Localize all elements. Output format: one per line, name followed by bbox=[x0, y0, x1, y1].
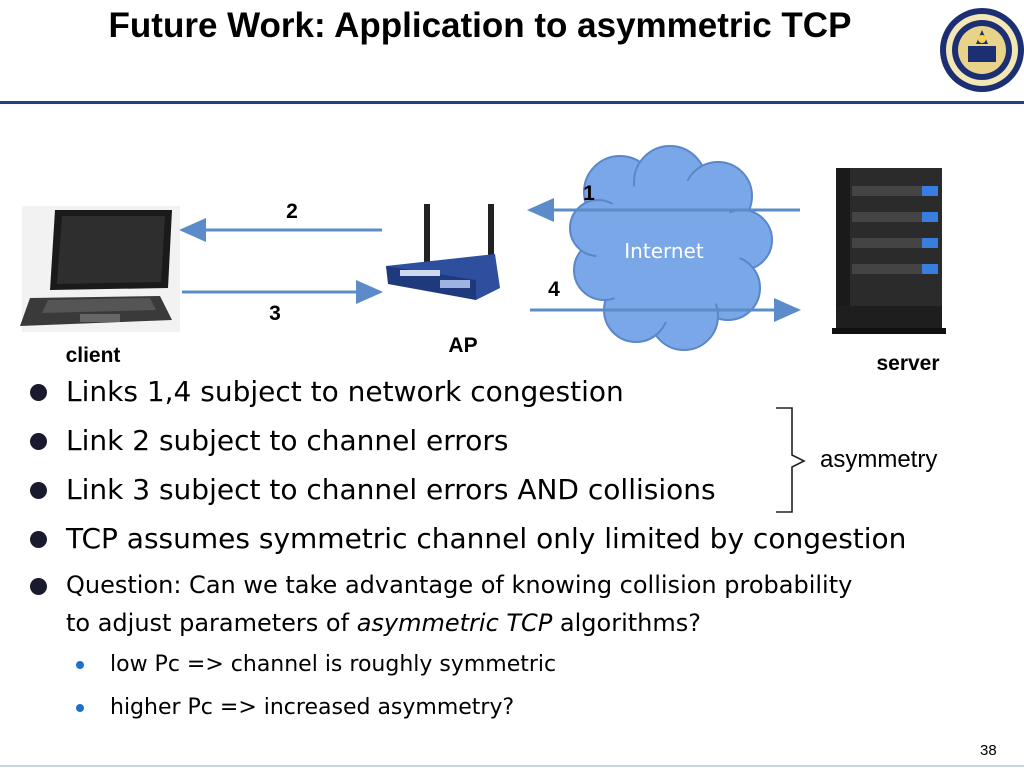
asymmetry-label: asymmetry bbox=[820, 446, 938, 473]
bullet-item: Links 1,4 subject to network congestion bbox=[66, 375, 624, 408]
bottom-rule bbox=[0, 765, 1024, 767]
link-2-label: 2 bbox=[286, 200, 298, 223]
page-number: 38 bbox=[980, 742, 997, 759]
bullet-item: TCP assumes symmetric channel only limit… bbox=[66, 522, 907, 555]
link-4-label: 4 bbox=[548, 278, 560, 301]
bullet-dot bbox=[30, 433, 47, 450]
server-icon bbox=[832, 168, 946, 334]
title-rule bbox=[0, 101, 1024, 104]
bullet-item: Link 3 subject to channel errors AND col… bbox=[66, 473, 716, 506]
server-label: server bbox=[876, 352, 939, 375]
sub-bullet-dot bbox=[76, 704, 84, 712]
question-line-2-start: to adjust parameters of bbox=[66, 609, 357, 637]
bullet-item: Link 2 subject to channel errors bbox=[66, 424, 509, 457]
question-line-1: Question: Can we take advantage of knowi… bbox=[66, 571, 853, 599]
bullet-dot bbox=[30, 384, 47, 401]
link-3-label: 3 bbox=[269, 302, 281, 325]
question-line-2: to adjust parameters of asymmetric TCP a… bbox=[66, 607, 701, 639]
bullet-dot bbox=[30, 531, 47, 548]
university-seal-logo bbox=[940, 8, 1024, 92]
sub-bullet-dot bbox=[76, 661, 84, 669]
ap-label: AP bbox=[448, 334, 477, 357]
right-brace bbox=[776, 407, 806, 513]
question-italic: asymmetric TCP bbox=[356, 609, 553, 637]
bullet-dot bbox=[30, 578, 47, 595]
question-line-2-end: algorithms? bbox=[552, 609, 701, 637]
router-icon bbox=[386, 204, 500, 300]
internet-cloud bbox=[569, 145, 773, 351]
laptop-icon bbox=[20, 206, 180, 332]
sub-bullet-item: low Pc => channel is roughly symmetric bbox=[110, 652, 557, 677]
network-diagram: Internet 2 3 1 4 client AP server bbox=[20, 145, 946, 375]
slide-title: Future Work: Application to asymmetric T… bbox=[108, 6, 852, 45]
link-1-label: 1 bbox=[583, 182, 595, 205]
sub-bullet-item: higher Pc => increased asymmetry? bbox=[110, 695, 515, 720]
bullet-dot bbox=[30, 482, 47, 499]
client-label: client bbox=[66, 344, 121, 367]
internet-label: Internet bbox=[624, 239, 704, 263]
